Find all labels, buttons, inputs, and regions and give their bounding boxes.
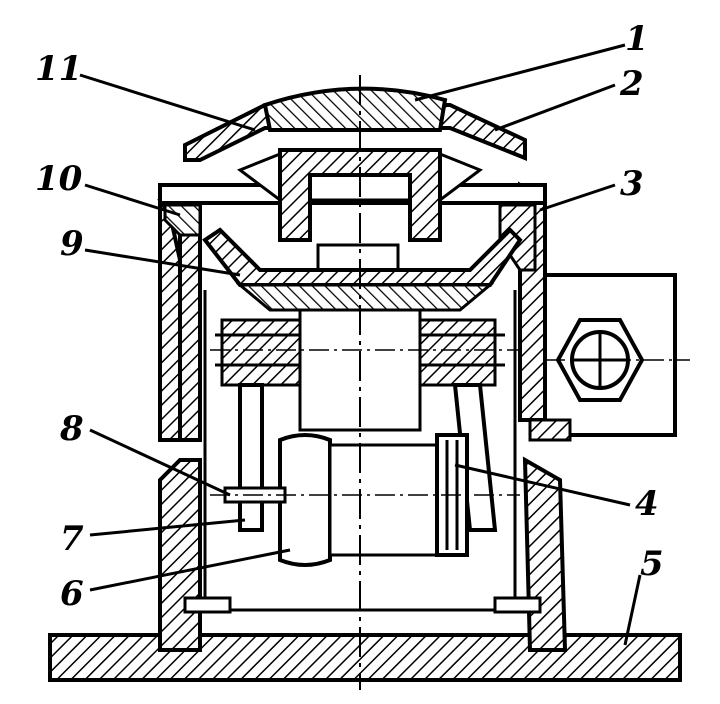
leader-5 [623, 574, 642, 646]
callout-11: 11 [35, 49, 82, 89]
callout-7: 7 [60, 519, 84, 559]
callout-6: 6 [60, 574, 84, 614]
top-knob [262, 86, 448, 132]
plunger-stem [316, 243, 400, 272]
callout-2: 2 [619, 64, 644, 104]
roller-body [328, 443, 442, 557]
leader-7 [89, 518, 246, 537]
leader-2 [494, 83, 616, 132]
terminal-bracket [528, 418, 572, 442]
lower-sleeve-left [158, 458, 202, 652]
leader-11 [79, 73, 256, 132]
base-plate [48, 633, 682, 682]
callout-8: 8 [59, 409, 84, 449]
left-lever-arm [238, 383, 264, 532]
leader-9 [84, 248, 241, 277]
plunger-cup [278, 148, 442, 242]
leader-6 [89, 548, 291, 592]
yoke-center [235, 283, 495, 312]
leader-1 [414, 43, 626, 102]
lower-pins-left [183, 596, 232, 614]
leader-4 [454, 463, 631, 507]
lower-pins-right [493, 596, 542, 614]
left-spring-coil [215, 318, 310, 387]
leader-10 [84, 183, 181, 217]
contact-roller [278, 433, 332, 567]
leader-3 [539, 183, 616, 212]
callout-10: 10 [35, 159, 83, 199]
callout-5: 5 [640, 544, 664, 584]
callout-4: 4 [635, 484, 659, 524]
callout-3: 3 [620, 164, 644, 204]
leader-8 [89, 428, 231, 497]
callout-9: 9 [60, 224, 84, 264]
right-spring-coil [410, 318, 505, 387]
callout-1: 1 [625, 19, 649, 59]
